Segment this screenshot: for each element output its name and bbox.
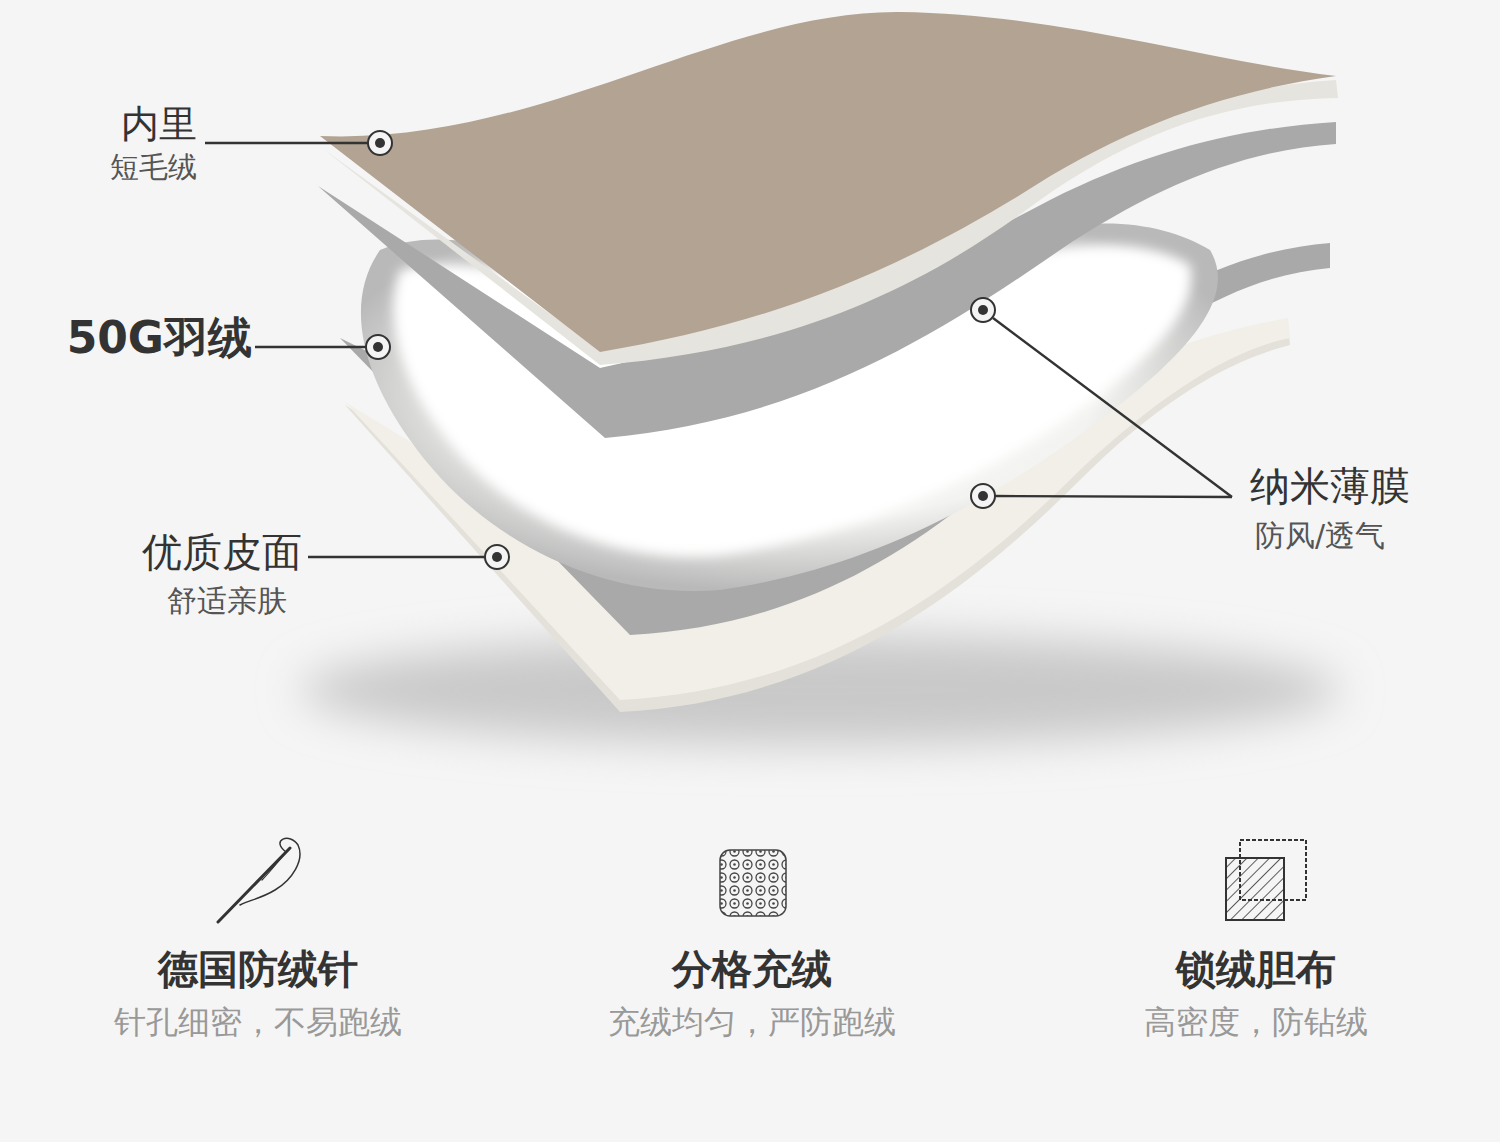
part-note: 防风/透气: [1255, 518, 1385, 554]
part-name: 内里: [121, 102, 197, 148]
part-note: 舒适亲肤: [167, 583, 287, 619]
feature-note: 充绒均匀，严防跑绒: [608, 1003, 896, 1041]
part-name: 纳米薄膜: [1250, 462, 1410, 510]
feature-title: 德国防绒针: [158, 945, 358, 993]
grid-icon: [720, 850, 786, 916]
feature-note: 针孔细密，不易跑绒: [114, 1003, 402, 1041]
part-name: 50G羽绒: [67, 312, 252, 365]
feature-note: 高密度，防钻绒: [1144, 1003, 1368, 1041]
lining-layer: [320, 12, 1336, 352]
feature-title: 分格充绒: [672, 945, 832, 993]
part-note: 短毛绒: [110, 150, 197, 185]
part-name: 优质皮面: [142, 528, 302, 576]
swatch-icon: [1226, 840, 1306, 920]
needle-icon: [218, 838, 300, 922]
callout-dots: [366, 131, 995, 569]
feature-title: 锁绒胆布: [1176, 945, 1336, 993]
leader-lines: [205, 143, 1232, 557]
